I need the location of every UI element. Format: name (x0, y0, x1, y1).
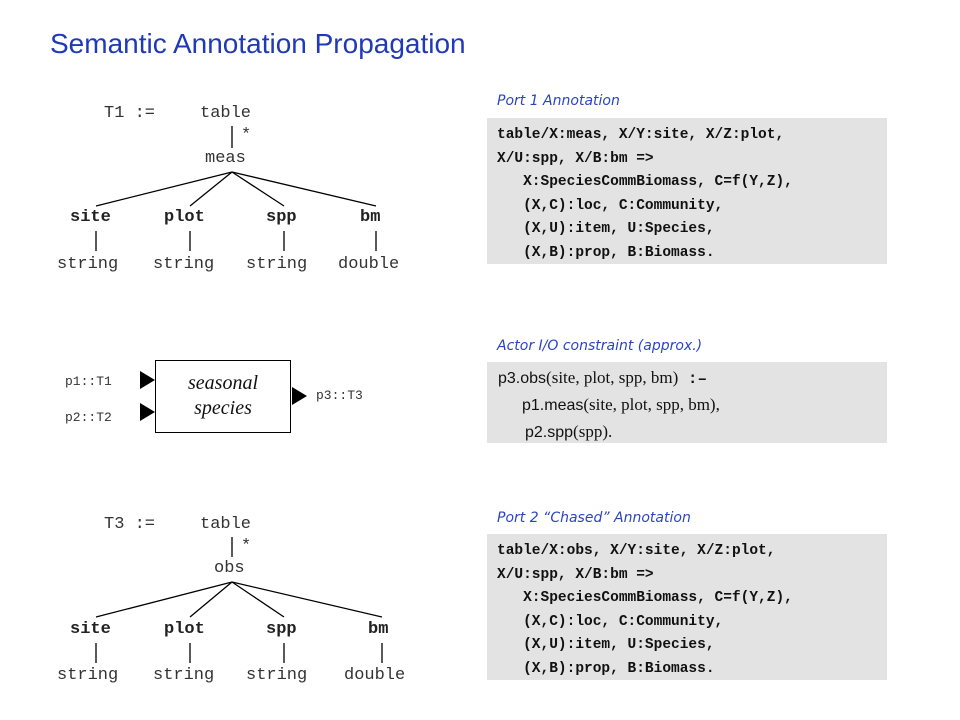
t3-field-plot: plot (164, 620, 205, 639)
port-out-arrow (292, 387, 307, 405)
port-in1-label: p1::T1 (65, 374, 112, 389)
t3-edge-site (95, 581, 233, 618)
t3-edge-plot (189, 581, 233, 618)
code-line: (X,B):prop, B:Biomass. (497, 244, 715, 261)
code-line: (X,U):item, U:Species, (497, 637, 715, 653)
t1-edge-spp (231, 171, 285, 207)
t1-field-bm: bm (360, 208, 381, 227)
port-in2-label: p2::T2 (65, 410, 112, 425)
t1-field-site: site (70, 208, 111, 227)
t3-type-plot: string (153, 666, 215, 685)
actor-label-line2: species (194, 397, 252, 419)
t3-field-site: site (70, 620, 111, 639)
t1-type-plot: string (153, 255, 215, 274)
t3-type-site: string (57, 666, 119, 685)
constraint-box: p3.obs(site, plot, spp, bm) :– p1.meas(s… (487, 362, 887, 443)
port2-caption: Port 2 “Chased” Annotation (497, 510, 691, 526)
code-line: X/U:spp, X/B:bm => (497, 150, 654, 167)
t3-assign: T3 := (104, 515, 156, 534)
code-line: table/X:meas, X/Y:site, X/Z:plot, (497, 127, 785, 143)
t1-field-spp: spp (266, 208, 297, 227)
port1-code: table/X:meas, X/Y:site, X/Z:plot, X/U:spp… (497, 124, 793, 265)
port-in1-arrow (140, 371, 155, 389)
code-line: (X,C):loc, C:Community, (497, 613, 724, 630)
t3-child: obs (214, 559, 245, 578)
code-line: X/U:spp, X/B:bm => (497, 566, 654, 583)
rule-body-1: p1.meas (522, 397, 584, 414)
t3-field-spp: spp (266, 620, 297, 639)
actor-label: seasonal species (156, 371, 290, 421)
constraint-rule: p3.obs(site, plot, spp, bm) :– p1.meas(s… (498, 365, 720, 446)
t1-type-bm: double (338, 255, 400, 274)
t1-child: meas (205, 149, 246, 168)
actor-label-line1: seasonal (188, 372, 258, 394)
port-out-label: p3::T3 (316, 388, 363, 403)
rule-head-args: (site, plot, spp, bm) (546, 368, 679, 387)
code-line: X:SpeciesCommBiomass, C=f(Y,Z), (497, 590, 793, 606)
t1-assign: T1 := (104, 104, 156, 123)
code-line: (X,B):prop, B:Biomass. (497, 660, 715, 677)
t3-root: table (200, 515, 252, 534)
t1-edge-site (95, 171, 233, 207)
rule-body-1-args: (site, plot, spp, bm), (583, 395, 720, 414)
t3-type-spp: string (246, 666, 308, 685)
rule-line-2: p1.meas(site, plot, spp, bm), (498, 392, 720, 419)
code-line: X:SpeciesCommBiomass, C=f(Y,Z), (497, 174, 793, 190)
port1-annotation-box: table/X:meas, X/Y:site, X/Z:plot, X/U:spp… (487, 118, 887, 264)
port-in2-arrow (140, 403, 155, 421)
t1-edge-bm (231, 171, 377, 207)
t1-edge-plot (189, 171, 233, 207)
rule-operator: :– (678, 370, 708, 388)
t1-type-site: string (57, 255, 119, 274)
port2-annotation-box: table/X:obs, X/Y:site, X/Z:plot, X/U:spp,… (487, 534, 887, 680)
code-line: table/X:obs, X/Y:site, X/Z:plot, (497, 543, 776, 559)
constraint-caption: Actor I/O constraint (approx.) (497, 338, 703, 354)
t3-edge-bm (231, 581, 383, 618)
port1-caption: Port 1 Annotation (497, 93, 620, 109)
rule-line-1: p3.obs(site, plot, spp, bm) :– (498, 365, 720, 392)
t3-type-bm: double (344, 666, 406, 685)
code-line: (X,C):loc, C:Community, (497, 197, 724, 214)
t1-root: table (200, 104, 252, 123)
port2-code: table/X:obs, X/Y:site, X/Z:plot, X/U:spp,… (497, 540, 793, 681)
page-title: Semantic Annotation Propagation (50, 28, 466, 59)
rule-head: p3.obs (498, 370, 547, 387)
rule-body-2-args: (spp). (573, 422, 613, 441)
t1-type-spp: string (246, 255, 308, 274)
rule-line-3: p2.spp(spp). (498, 419, 720, 446)
rule-body-2: p2.spp (525, 424, 574, 441)
t3-field-bm: bm (368, 620, 389, 639)
t3-star: * (241, 537, 252, 556)
actor-box: seasonal species (155, 360, 291, 433)
t1-star: * (241, 126, 252, 145)
t3-edge-spp (231, 581, 285, 618)
t1-field-plot: plot (164, 208, 205, 227)
code-line: (X,U):item, U:Species, (497, 221, 715, 237)
